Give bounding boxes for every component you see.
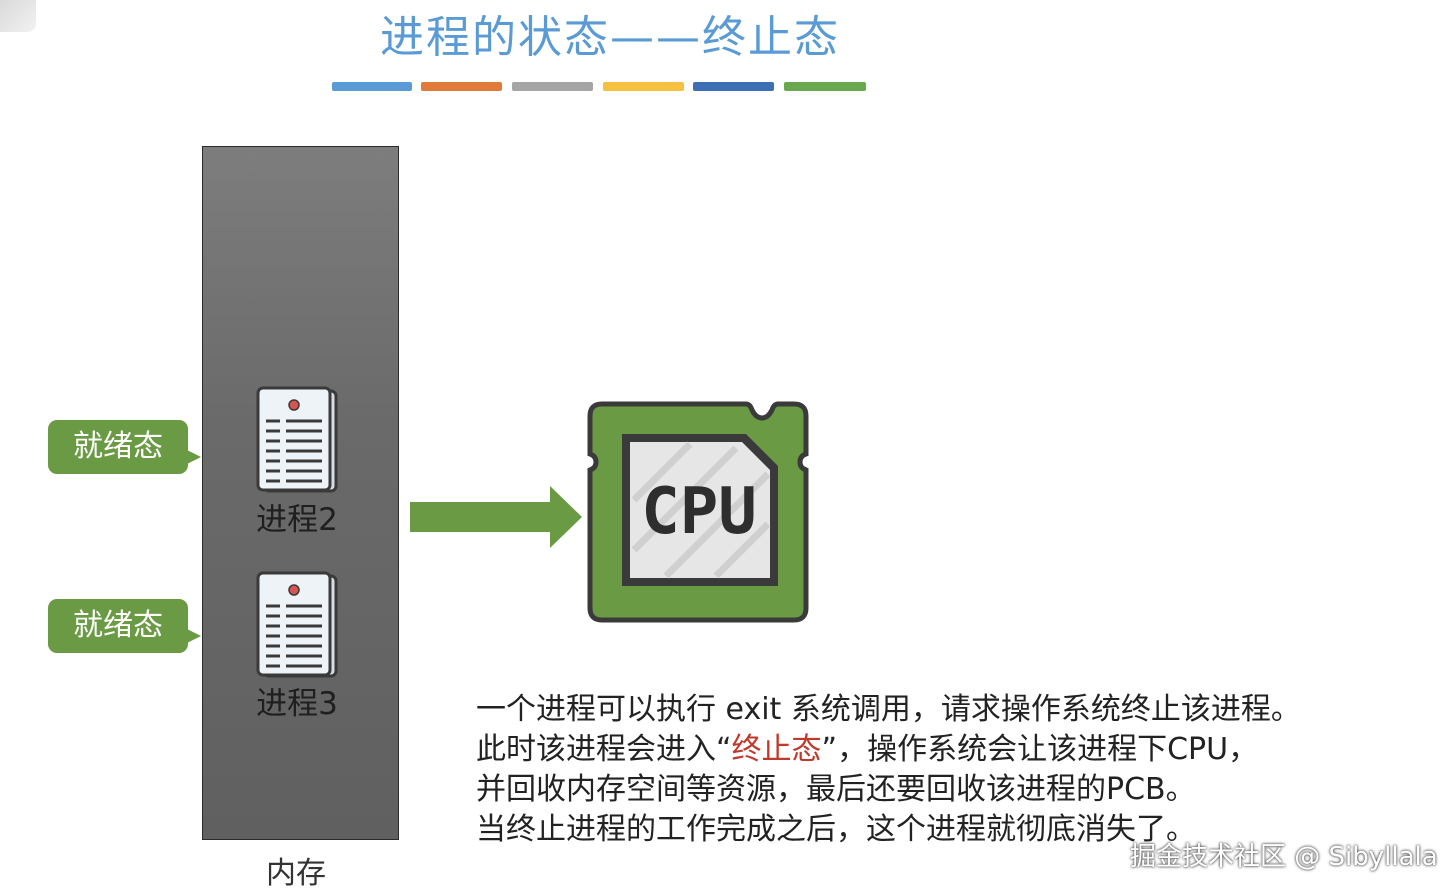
state-label: 就绪态 (73, 429, 163, 464)
description-line-1: 一个进程可以执行 exit 系统调用，请求操作系统终止该进程。 (476, 692, 1301, 727)
memory-label: 内存 (266, 856, 326, 891)
title-color-bar-3 (512, 82, 593, 91)
arrow-right-icon (410, 486, 582, 548)
page-title: 进程的状态——终止态 (380, 12, 840, 63)
title-color-bar-6 (784, 82, 866, 91)
document-icon (256, 571, 338, 678)
state-label: 就绪态 (73, 608, 163, 643)
process-2-label: 进程2 (256, 502, 338, 538)
title-color-bar-5 (693, 82, 774, 91)
terminated-state-highlight: 终止态 (731, 732, 822, 767)
description-line-4: 当终止进程的工作完成之后，这个进程就彻底消失了。 (476, 812, 1196, 847)
process-3-label: 进程3 (256, 686, 338, 722)
watermark: 掘金技术社区 @ Sibyllala (1130, 842, 1438, 872)
description: 一个进程可以执行 exit 系统调用，请求操作系统终止该进程。 此时该进程会进入… (476, 690, 1396, 850)
cpu-label: CPU (641, 475, 757, 549)
title-color-bar-1 (332, 82, 412, 91)
process-3-state-tag: 就绪态 (48, 599, 201, 653)
process-2-state-tag: 就绪态 (48, 420, 201, 474)
description-line-3: 并回收内存空间等资源，最后还要回收该进程的PCB。 (476, 772, 1196, 807)
corner-logo (0, 0, 36, 32)
description-line-2-after: ”，操作系统会让该进程下CPU， (821, 732, 1259, 767)
cpu-chip-icon: CPU (587, 401, 809, 623)
title-color-bar-4 (603, 82, 684, 91)
memory-block (202, 146, 399, 840)
description-line-2-before: 此时该进程会进入“ (476, 732, 732, 767)
title-color-bar-2 (421, 82, 502, 91)
description-line-2: 此时该进程会进入“终止态”，操作系统会让该进程下CPU， (476, 730, 1396, 770)
document-icon (256, 386, 338, 493)
